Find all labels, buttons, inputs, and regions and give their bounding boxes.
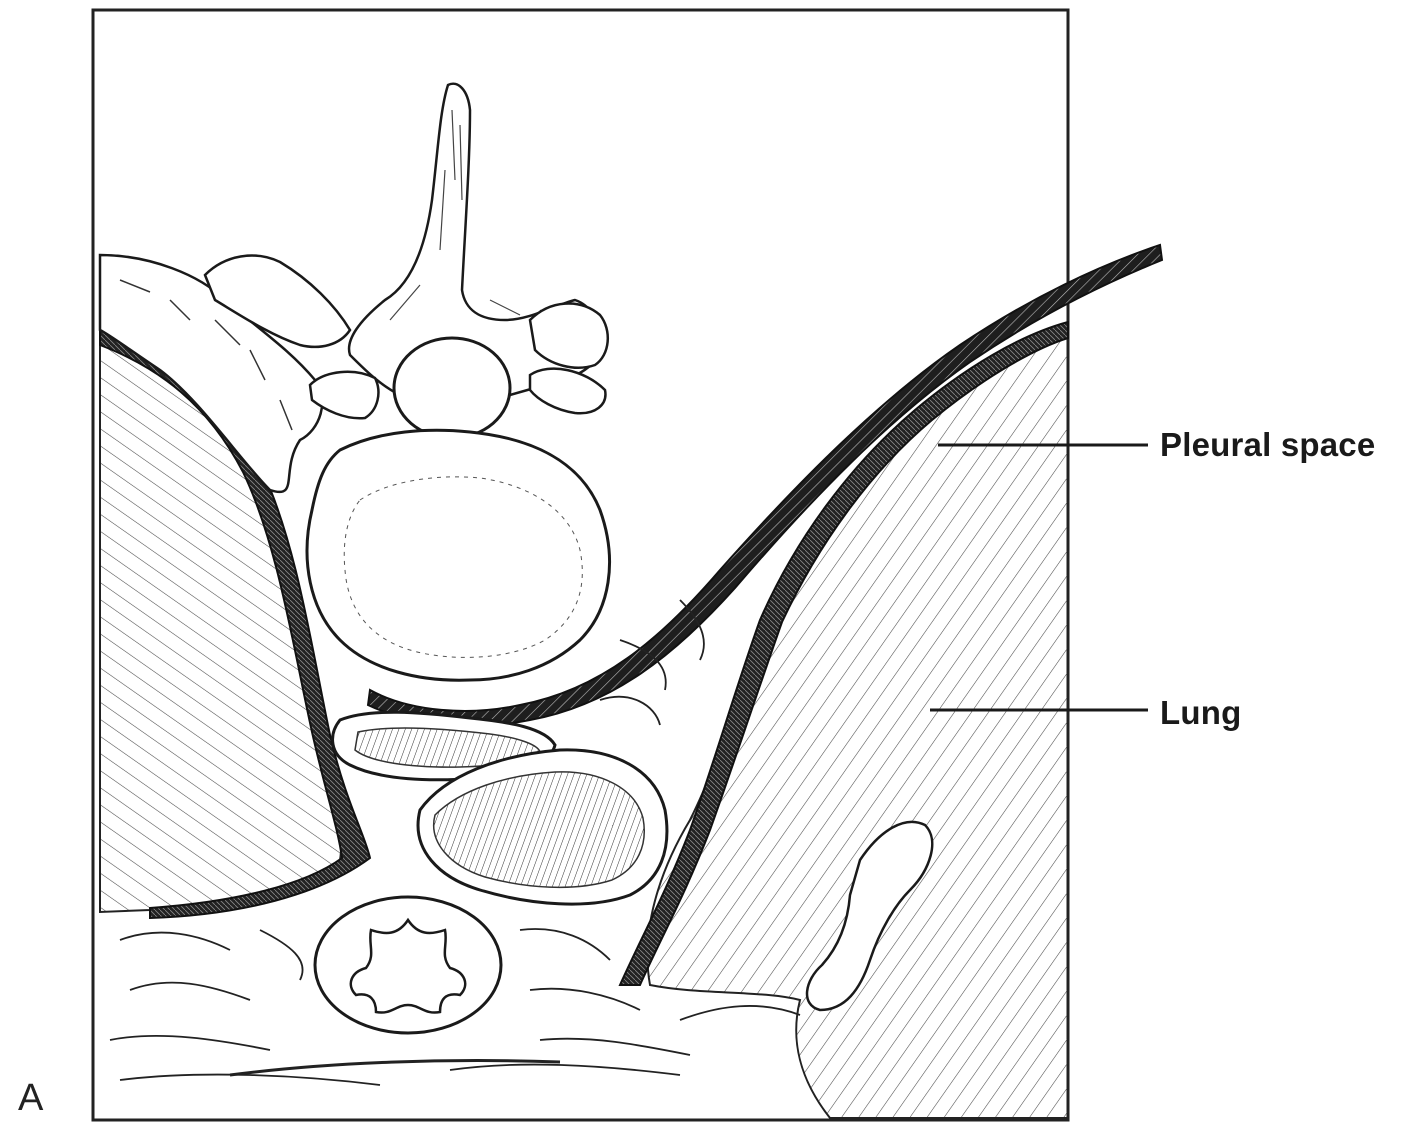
panel-letter: A [18, 1077, 43, 1120]
vertebral-body [307, 430, 609, 680]
lung-label: Lung [1160, 694, 1241, 732]
spinal-canal [394, 338, 510, 438]
right-pedicle [530, 369, 605, 414]
pleural-space-label: Pleural space [1160, 426, 1375, 464]
base-line [230, 1061, 560, 1075]
